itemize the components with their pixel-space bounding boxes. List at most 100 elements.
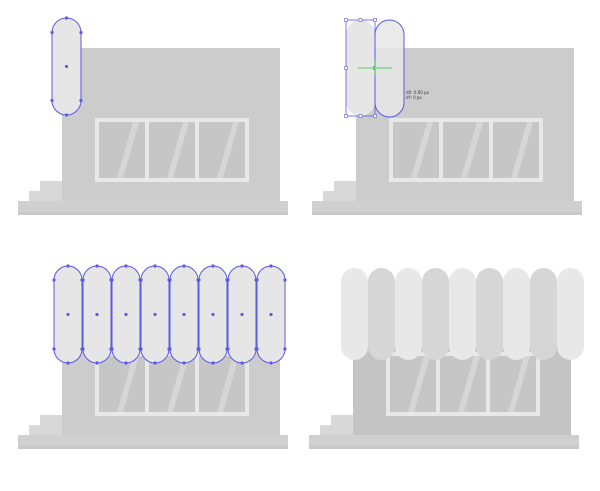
anchor-point (79, 98, 83, 103)
anchor-point (182, 312, 186, 317)
anchor-point (255, 278, 259, 282)
anchor-point (211, 312, 215, 317)
awning-stripe (503, 268, 530, 360)
anchor-point (168, 347, 172, 351)
building-base (18, 435, 288, 446)
awning-stripe (530, 268, 557, 360)
anchor-point (139, 347, 143, 351)
anchor-point (226, 347, 230, 351)
measurement-height-label: dY: 0 px (406, 95, 422, 100)
anchor-point (153, 312, 157, 317)
anchor-point (168, 278, 172, 282)
window-glare (461, 122, 483, 178)
anchor-point (182, 361, 186, 365)
awning-stripe (557, 268, 584, 360)
anchor-point (66, 312, 70, 317)
bounding-box-handle (344, 66, 348, 70)
awning-stripe (476, 268, 503, 360)
awning-stripe (422, 268, 449, 360)
anchor-point (255, 347, 259, 351)
anchor-point (269, 264, 273, 268)
anchor-point (64, 113, 69, 117)
anchor-point (269, 361, 273, 365)
building-base (309, 435, 579, 446)
bounding-box-handle (344, 18, 348, 22)
step-top (40, 415, 62, 425)
window-glare (167, 356, 189, 412)
step-middle (320, 425, 353, 435)
window-glare (217, 356, 239, 412)
anchor-point (211, 361, 215, 365)
window-glare (117, 122, 139, 178)
anchor-point (81, 347, 85, 351)
panel-step-3 (18, 264, 288, 449)
anchor-point (79, 30, 83, 35)
anchor-point (95, 361, 99, 365)
anchor-point (124, 264, 128, 268)
bounding-box-handle (358, 18, 363, 22)
window-glare (117, 356, 139, 412)
awning-stripe (395, 268, 422, 360)
anchor-point (139, 278, 143, 282)
bounding-box-handle (344, 114, 348, 118)
measurement-width-label: dX: 0.00 px (406, 90, 430, 95)
anchor-point (110, 278, 114, 282)
awning-stripe (341, 268, 368, 360)
base-shadow (18, 446, 288, 449)
step-top (334, 181, 356, 191)
base-shadow (312, 212, 582, 215)
building-base (312, 201, 582, 212)
anchor-point (110, 347, 114, 351)
anchor-point (283, 347, 287, 351)
base-shadow (309, 446, 579, 449)
anchor-point (240, 312, 244, 317)
anchor-point (153, 361, 157, 365)
window-glare (217, 122, 239, 178)
building-base (18, 201, 288, 212)
anchor-point (50, 30, 54, 35)
anchor-point (269, 312, 273, 317)
panel-step-2 (312, 18, 582, 215)
window-glare (167, 122, 189, 178)
window-glare (411, 122, 433, 178)
awning-stripe (449, 268, 476, 360)
awning-stripe (368, 268, 395, 360)
window-glare (508, 356, 530, 412)
anchor-point (124, 312, 128, 317)
anchor-point (240, 264, 244, 268)
anchor-point (95, 312, 99, 317)
awning-pill-copy (375, 20, 404, 117)
anchor-point (124, 361, 128, 365)
anchor-point (64, 64, 69, 69)
window-glare (408, 356, 430, 412)
step-top (40, 181, 62, 191)
panel-step-1 (18, 16, 288, 215)
bounding-box-handle (373, 18, 377, 22)
bounding-box-handle (373, 114, 377, 118)
anchor-point (153, 264, 157, 268)
anchor-point (52, 278, 56, 282)
step-middle (323, 191, 356, 201)
window-glare (511, 122, 533, 178)
anchor-point (226, 278, 230, 282)
anchor-point (52, 347, 56, 351)
anchor-point (240, 361, 244, 365)
anchor-point (66, 361, 70, 365)
base-shadow (18, 212, 288, 215)
anchor-point (66, 264, 70, 268)
anchor-point (283, 278, 287, 282)
step-middle (29, 425, 62, 435)
bounding-box-handle (358, 114, 363, 118)
anchor-point (197, 347, 201, 351)
anchor-point (95, 264, 99, 268)
window-glare (458, 356, 480, 412)
anchor-point (50, 98, 54, 103)
anchor-point (64, 16, 69, 20)
panel-step-4 (309, 268, 584, 449)
step-top (331, 415, 353, 425)
anchor-point (81, 278, 85, 282)
anchor-point (197, 278, 201, 282)
step-middle (29, 191, 62, 201)
anchor-point (182, 264, 186, 268)
